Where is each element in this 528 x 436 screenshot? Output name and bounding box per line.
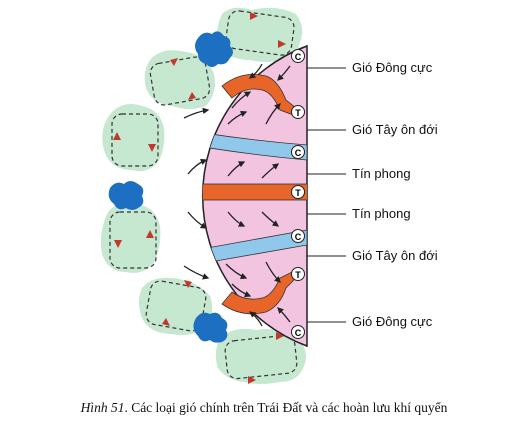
wind-arrow bbox=[277, 65, 291, 81]
label-trade-wind-south: Tín phong bbox=[352, 206, 411, 221]
belt-high-equator bbox=[202, 183, 307, 201]
marker-high-north: T bbox=[291, 105, 305, 119]
wind-arrows bbox=[183, 63, 291, 327]
wind-arrow bbox=[225, 263, 248, 280]
wind-arrow bbox=[231, 91, 252, 109]
circulation-loops bbox=[109, 10, 298, 380]
cloud-south bbox=[193, 312, 228, 343]
svg-text:C: C bbox=[295, 232, 302, 242]
wind-arrow bbox=[187, 211, 208, 229]
cell-south-hadley bbox=[100, 203, 161, 273]
wind-arrow bbox=[183, 107, 210, 119]
cell-north-hadley bbox=[102, 104, 165, 171]
svg-text:C: C bbox=[295, 328, 302, 338]
svg-text:T: T bbox=[295, 108, 301, 118]
clouds bbox=[108, 31, 233, 343]
circulation-cells bbox=[100, 7, 306, 384]
pressure-markers: C T C T C T C bbox=[291, 49, 305, 339]
loop-south-ferrel bbox=[145, 280, 207, 332]
figure-caption: Hình 51. Các loại gió chính trên Trái Đấ… bbox=[0, 400, 528, 416]
wind-arrow bbox=[248, 311, 263, 327]
arrow-red bbox=[248, 376, 256, 384]
pressure-belts bbox=[202, 119, 307, 277]
wind-arrow bbox=[248, 63, 263, 79]
cell-north-ferrel bbox=[144, 50, 215, 109]
wind-arrow bbox=[227, 110, 248, 125]
svg-text:T: T bbox=[295, 188, 301, 198]
wind-arrow bbox=[261, 211, 280, 227]
loop-south-polar bbox=[224, 334, 298, 380]
wind-arrow bbox=[227, 161, 246, 177]
wind-arrow bbox=[277, 307, 291, 323]
marker-low-polar-south: C bbox=[291, 325, 305, 339]
loop-north-hadley bbox=[111, 113, 159, 167]
cell-south-ferrel bbox=[139, 277, 213, 336]
arrow-red bbox=[113, 132, 121, 140]
arrow-red bbox=[162, 318, 170, 326]
label-trade-wind-north: Tín phong bbox=[352, 166, 411, 181]
marker-high-south: T bbox=[291, 267, 305, 281]
caption-text: . Các loại gió chính trên Trái Đất và cá… bbox=[124, 400, 448, 415]
marker-low-polar-north: C bbox=[291, 49, 305, 63]
wind-arrow bbox=[231, 283, 252, 298]
cloud-equator bbox=[108, 181, 144, 210]
wind-arrow bbox=[183, 265, 210, 280]
arrow-red bbox=[170, 58, 178, 66]
svg-text:T: T bbox=[295, 270, 301, 280]
figure-number: Hình 51 bbox=[80, 400, 125, 415]
wind-arrow bbox=[265, 103, 281, 125]
label-polar-easterly-north: Gió Đông cực bbox=[352, 60, 433, 75]
arrow-red bbox=[276, 332, 284, 340]
label-westerly-south: Gió Tây ôn đới bbox=[352, 248, 438, 263]
wind-arrow bbox=[265, 261, 281, 283]
marker-low-south: C bbox=[291, 229, 305, 243]
belt-low-south bbox=[202, 229, 307, 277]
loop-arrows bbox=[113, 12, 286, 384]
cloud-north bbox=[195, 31, 233, 67]
wind-arrow bbox=[227, 211, 246, 227]
loop-north-polar bbox=[225, 10, 295, 56]
arrow-red bbox=[146, 230, 154, 238]
svg-text:C: C bbox=[295, 52, 302, 62]
svg-text:C: C bbox=[295, 148, 302, 158]
label-polar-easterly-south: Gió Đông cực bbox=[352, 314, 433, 329]
arrow-red bbox=[188, 92, 196, 100]
wind-arrow bbox=[187, 158, 208, 175]
cell-north-polar bbox=[217, 7, 303, 62]
arrow-red bbox=[114, 240, 122, 248]
wind-arrow bbox=[261, 163, 280, 179]
marker-low-north: C bbox=[291, 145, 305, 159]
loop-south-hadley bbox=[109, 211, 157, 269]
belt-low-north bbox=[202, 119, 307, 161]
cell-south-polar bbox=[215, 328, 306, 384]
leader-lines bbox=[307, 67, 346, 323]
arrow-red bbox=[148, 144, 156, 152]
arrow-red bbox=[250, 12, 258, 20]
marker-high-equator: T bbox=[291, 185, 305, 199]
label-westerly-north: Gió Tây ôn đới bbox=[352, 122, 438, 137]
arrow-red bbox=[278, 40, 286, 48]
arrow-red bbox=[184, 280, 192, 288]
